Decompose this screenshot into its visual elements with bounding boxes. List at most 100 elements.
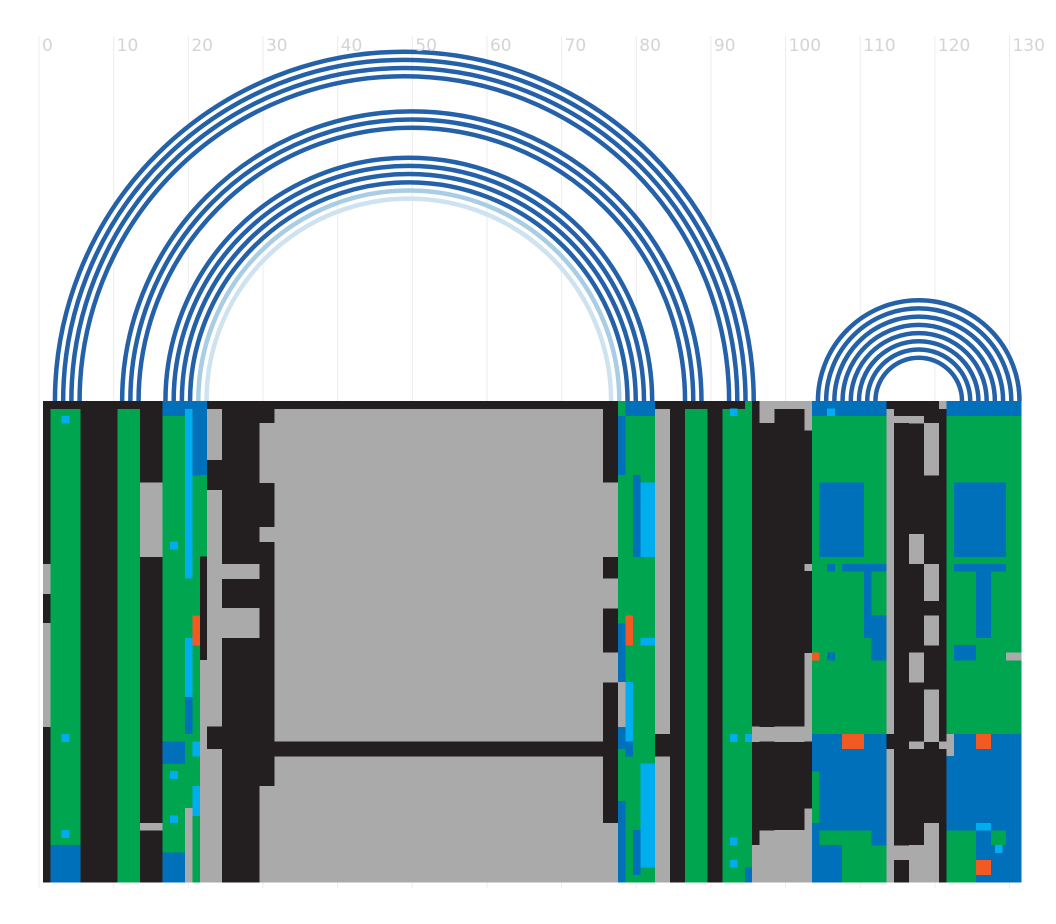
heatmap-cell	[184, 578, 193, 639]
heatmap-cell	[184, 401, 193, 409]
heatmap-cell	[819, 845, 843, 883]
heatmap-cell	[894, 771, 910, 846]
heatmap-cell	[938, 741, 947, 750]
arc-link	[179, 171, 639, 402]
heatmap-cell	[625, 741, 634, 757]
heatmap-cell	[640, 637, 656, 646]
heatmap-cell	[804, 430, 813, 565]
heatmap-cell	[774, 726, 805, 742]
x-tick-label: 30	[266, 36, 288, 56]
x-tick-label: 110	[863, 36, 895, 56]
heatmap-cell	[632, 475, 641, 557]
heatmap-cell	[774, 401, 805, 409]
heatmap-cell	[909, 415, 925, 424]
heatmap-cell	[991, 845, 1007, 883]
heatmap-cell	[722, 401, 746, 883]
heatmap-cell	[991, 482, 1007, 557]
heatmap-cell	[923, 615, 940, 646]
heatmap-cell	[655, 734, 671, 757]
arc-link	[60, 57, 748, 402]
arc-link	[187, 180, 630, 402]
heatmap-cell	[946, 734, 955, 757]
heatmap-cell	[655, 401, 671, 409]
heatmap-cell	[976, 482, 992, 557]
heatmap-cell	[207, 401, 223, 883]
heatmap-cell	[207, 460, 223, 491]
heatmap-cell	[602, 401, 619, 883]
heatmap-cell	[670, 401, 686, 883]
heatmap-cell	[841, 482, 865, 557]
heatmap-cell	[43, 623, 51, 727]
heatmap-cell	[752, 726, 761, 742]
heatmap-cell	[184, 734, 193, 809]
heatmap-cell	[207, 726, 223, 750]
heatmap-cell	[640, 763, 656, 868]
heatmap-cell	[184, 697, 193, 735]
arc-link	[864, 347, 973, 402]
heatmap	[43, 401, 1022, 883]
heatmap-cell	[909, 401, 925, 883]
heatmap-cell	[923, 423, 940, 476]
heatmap-cell	[162, 401, 186, 417]
heatmap-cell	[946, 401, 955, 417]
arc-link	[823, 306, 1014, 402]
heatmap-cell	[841, 734, 865, 750]
heatmap-cell	[685, 401, 708, 883]
heatmap-cell	[192, 401, 201, 417]
heatmap-cell	[894, 423, 910, 772]
x-tick-label: 80	[639, 36, 661, 56]
heatmap-cell	[162, 741, 186, 764]
heatmap-cell	[938, 401, 947, 883]
heatmap-cell	[938, 401, 947, 409]
arc-link	[77, 74, 732, 402]
heatmap-cell	[222, 401, 260, 883]
x-tick-label: 40	[341, 36, 363, 56]
heatmap-cell	[207, 401, 223, 409]
heatmap-cell	[169, 771, 178, 779]
heatmap-cell	[602, 652, 619, 683]
heatmap-cell	[826, 652, 835, 661]
heatmap-cell	[744, 401, 753, 868]
heatmap-cell	[886, 401, 895, 409]
heatmap-cell	[871, 401, 888, 417]
heatmap-cell	[976, 563, 992, 639]
heatmap-cell	[729, 837, 738, 846]
heatmap-cell	[894, 859, 910, 883]
heatmap-cell	[811, 401, 820, 417]
heatmap-cell	[871, 734, 888, 846]
heatmap-cell	[617, 682, 626, 727]
heatmap-cell	[953, 482, 977, 557]
heatmap-cell	[199, 556, 208, 661]
x-tick-label: 50	[415, 36, 437, 56]
heatmap-cell	[61, 415, 70, 424]
heatmap-cell	[976, 734, 992, 750]
heatmap-cell	[61, 830, 70, 838]
heatmap-cell	[140, 401, 163, 883]
heatmap-cell	[140, 822, 163, 831]
heatmap-cell	[1006, 734, 1022, 883]
heatmap-cell	[991, 563, 1007, 572]
heatmap-cell	[617, 401, 626, 883]
x-tick-label: 0	[42, 36, 53, 56]
heatmap-cell	[199, 660, 208, 883]
arc-link	[840, 322, 998, 402]
heatmap-cell	[953, 563, 977, 572]
arc-link	[832, 314, 1006, 402]
heatmap-cell	[632, 401, 641, 883]
heatmap-cell	[685, 401, 708, 409]
x-tick-label: 100	[789, 36, 821, 56]
heatmap-cell	[909, 741, 925, 750]
heatmap-cell	[752, 845, 761, 883]
heatmap-cell	[811, 822, 820, 883]
heatmap-cell	[923, 563, 940, 602]
heatmap-cell	[192, 415, 201, 476]
arc-link	[204, 196, 614, 402]
heatmap-cell	[199, 475, 208, 557]
heatmap-cell	[774, 401, 805, 883]
heatmap-cell	[617, 475, 626, 624]
heatmap-cell	[864, 734, 873, 831]
heatmap-cell	[1006, 652, 1022, 661]
heatmap-cell	[871, 615, 888, 661]
heatmap-cell	[909, 845, 925, 883]
